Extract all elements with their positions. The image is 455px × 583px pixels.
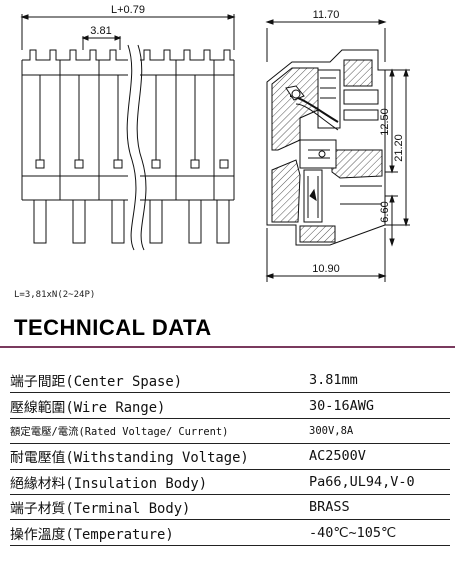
dim-width: 11.70 <box>313 9 340 21</box>
dim-height-lower: 6.60 <box>379 201 391 222</box>
dim-depth: 10.90 <box>312 263 340 275</box>
section-divider <box>0 346 455 348</box>
dim-pitch: 3.81 <box>90 25 111 37</box>
spec-value: Pa66,UL94,V-0 <box>305 469 450 495</box>
spec-label: 壓線範圍(Wire Range) <box>10 392 305 419</box>
spec-row: 端子材質(Terminal Body) BRASS <box>10 494 450 521</box>
spec-row: 耐電壓值(Withstanding Voltage) AC2500V <box>10 443 450 470</box>
spec-label: 操作溫度(Temperature) <box>10 519 305 546</box>
dim-length: L+0.79 <box>111 4 145 16</box>
spec-value: -40℃~105℃ <box>305 519 450 546</box>
side-view <box>265 19 410 282</box>
spec-row: 壓線範圍(Wire Range) 30-16AWG <box>10 392 450 419</box>
spec-row: 額定電壓/電流(Rated Voltage/ Current) 300V,8A <box>10 418 450 445</box>
spec-label: 額定電壓/電流(Rated Voltage/ Current) <box>10 418 305 445</box>
front-view <box>20 14 236 251</box>
length-formula: L=3,81xN(2~24P) <box>14 290 96 300</box>
technical-drawing: L+0.79 3.81 <box>20 4 410 282</box>
spec-label: 絕緣材料(Insulation Body) <box>10 469 305 495</box>
specs-table: 端子間距(Center Spase) 3.81mm 壓線範圍(Wire Rang… <box>10 368 450 546</box>
spec-value: BRASS <box>305 494 450 521</box>
spec-label: 耐電壓值(Withstanding Voltage) <box>10 443 305 470</box>
spec-value: AC2500V <box>305 443 450 470</box>
spec-value: 300V,8A <box>305 418 450 445</box>
spec-row: 端子間距(Center Spase) 3.81mm <box>10 368 450 394</box>
section-title: TECHNICAL DATA <box>14 315 212 340</box>
spec-row: 操作溫度(Temperature) -40℃~105℃ <box>10 519 450 546</box>
dim-height-total: 21.20 <box>393 134 405 162</box>
spec-row: 絕緣材料(Insulation Body) Pa66,UL94,V-0 <box>10 469 450 495</box>
spec-value: 30-16AWG <box>305 392 450 419</box>
spec-label: 端子材質(Terminal Body) <box>10 494 305 521</box>
dim-height-upper: 12.50 <box>379 108 391 136</box>
spec-value: 3.81mm <box>305 368 450 394</box>
spec-label: 端子間距(Center Spase) <box>10 368 305 394</box>
